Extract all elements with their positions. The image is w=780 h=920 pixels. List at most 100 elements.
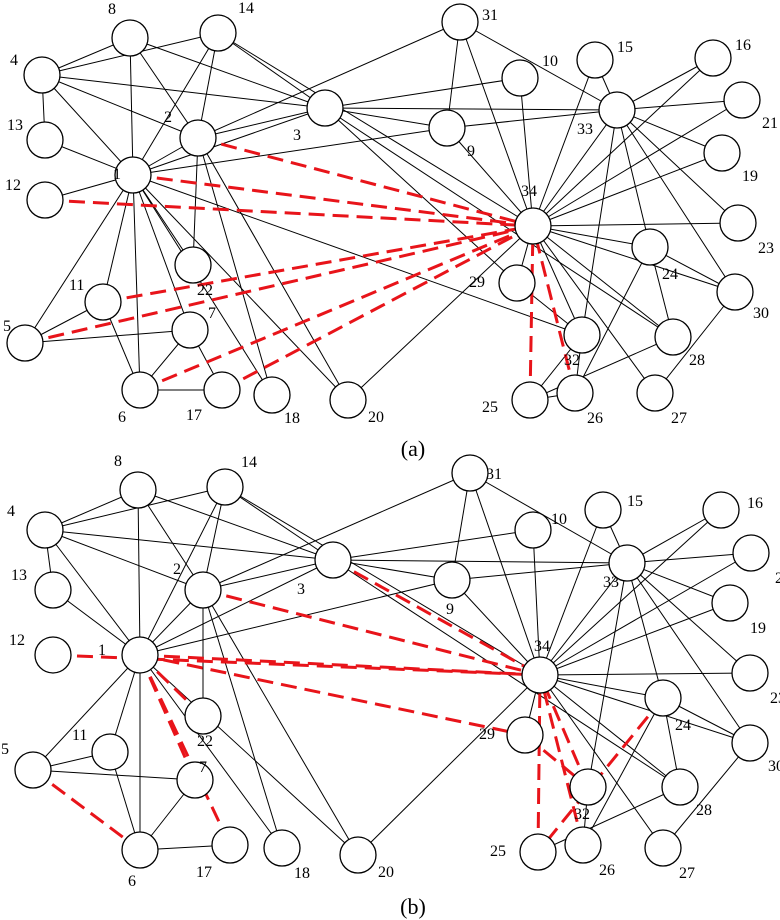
edge-1-11 [102,174,134,303]
edge-1-4 [41,74,134,176]
node-22: 22 [174,246,213,299]
node-24: 24 [644,679,691,734]
edge-10-34 [532,529,541,676]
node-circle-23 [731,654,769,692]
highlighted-edge-1-34 [139,653,541,677]
edge-32-33 [581,109,618,336]
edge-3-33 [324,107,618,111]
node-29: 29 [479,716,544,754]
node-label-29: 29 [479,726,495,743]
node-7: 7 [171,305,216,349]
node-27: 27 [636,374,687,427]
node-label-12: 12 [5,177,21,194]
node-label-24: 24 [662,266,678,283]
node-label-7: 7 [199,759,207,776]
node-circle-16 [694,39,732,77]
edge-32-34 [532,225,583,336]
node-19: 19 [703,134,758,185]
node-label-8: 8 [114,453,122,470]
node-label-30: 30 [768,758,780,775]
node-18: 18 [253,376,300,427]
edge-24-34 [539,674,664,699]
node-circle-12 [26,181,64,219]
node-circle-25 [519,833,557,871]
node-group: 1234567891011121314151617181920212223242… [1,453,780,890]
node-circle-24 [631,228,669,266]
node-circle-5 [14,751,52,789]
node-circle-15 [584,491,622,529]
node-circle-9 [433,561,471,599]
highlighted-edge-12-34 [44,198,534,228]
node-13: 13 [7,117,64,159]
node-26: 26 [556,374,603,427]
edge-1-8 [137,489,141,656]
node-circle-9 [428,109,466,147]
node-22: 22 [184,697,222,750]
edge-24-34 [532,225,651,248]
node-32: 32 [563,316,601,369]
edge-20-34 [357,674,541,856]
node-label-19: 19 [750,620,766,637]
node-label-28: 28 [696,802,712,819]
node-17: 17 [186,371,241,424]
node-26: 26 [564,826,615,879]
edge-2-4 [44,529,204,591]
node-circle-19 [703,134,741,172]
node-label-3: 3 [297,581,305,598]
node-3: 3 [297,541,352,598]
node-15: 15 [576,39,633,79]
node-27: 27 [644,829,695,882]
node-label-26: 26 [599,862,615,879]
node-12: 12 [9,632,72,674]
highlighted-edge-5-34 [24,224,534,345]
edge-19-33 [616,109,723,154]
node-label-16: 16 [735,37,751,54]
node-circle-13 [34,571,72,609]
highlighted-edge-11-34 [102,224,534,304]
node-label-23: 23 [770,690,780,707]
edge-14-34 [217,32,534,227]
highlighted-edge-25-34 [528,225,535,401]
edge-33-34 [532,109,618,227]
node-2: 2 [173,561,222,609]
edge-10-34 [519,77,534,227]
edge-19-34 [532,152,723,227]
node-10: 10 [501,53,558,97]
node-label-4: 4 [10,52,18,69]
highlighted-edge-2-34 [202,588,541,677]
edge-1-20 [139,654,359,856]
node-circle-15 [576,41,614,79]
edge-28-34 [539,674,681,788]
node-14: 14 [199,0,254,52]
node-3: 3 [293,89,344,144]
edge-20-34 [347,225,534,401]
node-label-9: 9 [467,143,475,160]
node-label-14: 14 [238,0,254,17]
highlighted-edge-2-34 [197,136,534,228]
edge-1-20 [132,174,349,401]
node-4: 4 [10,52,61,94]
node-label-17: 17 [186,407,202,424]
node-circle-20 [329,381,367,419]
node-30: 30 [716,273,769,322]
node-11: 11 [72,727,129,771]
node-label-1: 1 [98,642,106,659]
node-label-22: 22 [197,282,213,299]
edge-1-14 [139,486,226,656]
node-label-20: 20 [378,864,394,881]
edge-1-9 [139,579,453,656]
edge-27-34 [532,225,656,394]
node-circle-11 [84,283,122,321]
edge-2-31 [197,21,461,139]
edge-21-34 [539,552,752,676]
node-11: 11 [69,277,122,321]
edge-1-3 [139,559,334,656]
node-label-33: 33 [603,574,619,591]
node-circle-24 [644,679,682,717]
node-circle-20 [339,836,377,874]
edge-1-14 [132,32,219,176]
edge-15-34 [539,509,604,676]
node-label-27: 27 [679,865,695,882]
node-25: 25 [482,381,549,419]
